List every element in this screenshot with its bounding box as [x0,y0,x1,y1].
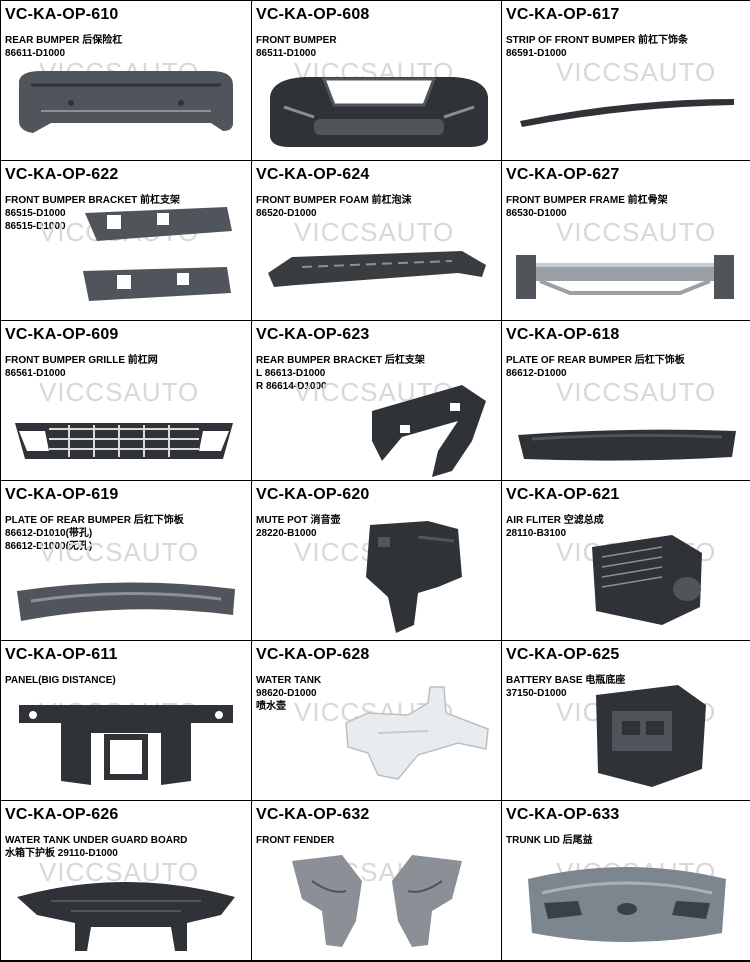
rear-bracket-image [362,381,492,480]
part-description: FRONT BUMPER FRAME 前杠骨架 86530-D1000 [506,195,668,219]
catalog-cell-vc-ka-op-626: VC-KA-OP-626 WATER TANK UNDER GUARD BOAR… [1,801,251,961]
catalog-cell-vc-ka-op-620: VC-KA-OP-620 MUTE POT 消音壶 28220-B1000 VI… [252,481,501,641]
panel-image [11,693,241,798]
part-description: PANEL(BIG DISTANCE) [5,675,116,686]
catalog-cell-vc-ka-op-632: VC-KA-OP-632 FRONT FENDER VICCSAUTO [252,801,501,961]
catalog-cell-vc-ka-op-627: VC-KA-OP-627 FRONT BUMPER FRAME 前杠骨架 865… [502,161,750,321]
part-code: VC-KA-OP-620 [256,486,370,503]
rear-bumper-image [11,63,241,148]
watermark: VICCSAUTO [39,377,200,407]
frame-image [510,243,740,318]
part-code: VC-KA-OP-626 [5,806,119,823]
catalog-cell-vc-ka-op-619: VC-KA-OP-619 PLATE OF REAR BUMPER 后杠下饰板 … [1,481,251,641]
part-description: FRONT BUMPER 86511-D1000 [256,35,337,59]
part-code: VC-KA-OP-621 [506,486,620,503]
part-code: VC-KA-OP-624 [256,166,370,183]
part-description: REAR BUMPER BRACKET 后杠支架 L 86613-D1000 R… [256,355,425,392]
catalog-cell-vc-ka-op-621: VC-KA-OP-621 AIR FLITER 空滤总成 28110-B3100… [502,481,750,641]
part-description: FRONT FENDER [256,835,335,846]
part-code: VC-KA-OP-623 [256,326,370,343]
part-description: MUTE POT 消音壶 28220-B1000 [256,515,341,539]
bracket-image [77,201,237,316]
strip-image [512,93,742,138]
rear-plate-image [512,421,742,476]
part-code: VC-KA-OP-617 [506,6,620,23]
catalog-cell-vc-ka-op-618: VC-KA-OP-618 PLATE OF REAR BUMPER 后杠下饰板 … [502,321,750,481]
part-code: VC-KA-OP-618 [506,326,620,343]
catalog-cell-vc-ka-op-624: VC-KA-OP-624 FRONT BUMPER FOAM 前杠泡沫 8652… [252,161,501,321]
part-description: BATTERY BASE 电瓶底座 37150-D1000 [506,675,626,699]
part-code: VC-KA-OP-608 [256,6,370,23]
guard-board-image [11,867,241,960]
watermark: VICCSAUTO [556,57,717,87]
part-description: WATER TANK 98620-D1000 喷水壶 [256,675,322,712]
part-description: WATER TANK UNDER GUARD BOARD 水箱下护板 29110… [5,835,188,859]
part-description: FRONT BUMPER GRILLE 前杠网 86561-D1000 [5,355,158,379]
part-code: VC-KA-OP-632 [256,806,370,823]
part-description: PLATE OF REAR BUMPER 后杠下饰板 86612-D1000 [506,355,685,379]
water-tank-image [338,683,498,788]
part-description: TRUNK LID 后尾益 [506,835,593,846]
part-code: VC-KA-OP-622 [5,166,119,183]
part-description: AIR FLITER 空滤总成 28110-B3100 [506,515,604,539]
part-code: VC-KA-OP-625 [506,646,620,663]
part-code: VC-KA-OP-619 [5,486,119,503]
part-description: REAR BUMPER 后保险杠 86611-D1000 [5,35,123,59]
foam-image [262,243,492,308]
catalog-cell-vc-ka-op-622: VC-KA-OP-622 FRONT BUMPER BRACKET 前杠支架 8… [1,161,251,321]
grille-image [9,411,239,476]
catalog-cell-vc-ka-op-609: VC-KA-OP-609 FRONT BUMPER GRILLE 前杠网 865… [1,321,251,481]
mute-pot-image [358,517,468,640]
fender-image [282,851,472,956]
part-code: VC-KA-OP-610 [5,6,119,23]
catalog-cell-vc-ka-op-608: VC-KA-OP-608 FRONT BUMPER 86511-D1000 VI… [252,1,501,161]
catalog-cell-vc-ka-op-611: VC-KA-OP-611 PANEL(BIG DISTANCE) VICCSAU… [1,641,251,801]
catalog-cell-vc-ka-op-628: VC-KA-OP-628 WATER TANK 98620-D1000 喷水壶 … [252,641,501,801]
part-code: VC-KA-OP-609 [5,326,119,343]
catalog-cell-vc-ka-op-625: VC-KA-OP-625 BATTERY BASE 电瓶底座 37150-D10… [502,641,750,801]
trunk-lid-image [522,853,732,958]
catalog-cell-vc-ka-op-633: VC-KA-OP-633 TRUNK LID 后尾益 VICCSAUTO [502,801,750,961]
part-code: VC-KA-OP-611 [5,646,118,663]
part-code: VC-KA-OP-633 [506,806,620,823]
part-description: FRONT BUMPER BRACKET 前杠支架 86515-D1000 86… [5,195,180,232]
part-code: VC-KA-OP-628 [256,646,370,663]
catalog-cell-vc-ka-op-610: VC-KA-OP-610 REAR BUMPER 后保险杠 86611-D100… [1,1,251,161]
part-description: STRIP OF FRONT BUMPER 前杠下饰条 86591-D1000 [506,35,689,59]
air-filter-image [582,527,712,640]
catalog-cell-vc-ka-op-623: VC-KA-OP-623 REAR BUMPER BRACKET 后杠支架 L … [252,321,501,481]
watermark: VICCSAUTO [556,377,717,407]
front-bumper-image [264,67,494,157]
part-code: VC-KA-OP-627 [506,166,620,183]
part-description: FRONT BUMPER FOAM 前杠泡沫 86520-D1000 [256,195,412,219]
catalog-cell-vc-ka-op-617: VC-KA-OP-617 STRIP OF FRONT BUMPER 前杠下饰条… [502,1,750,161]
battery-base-image [582,681,712,796]
rear-plate2-image [11,571,241,636]
part-description: PLATE OF REAR BUMPER 后杠下饰板 86612-D1010(带… [5,515,184,552]
